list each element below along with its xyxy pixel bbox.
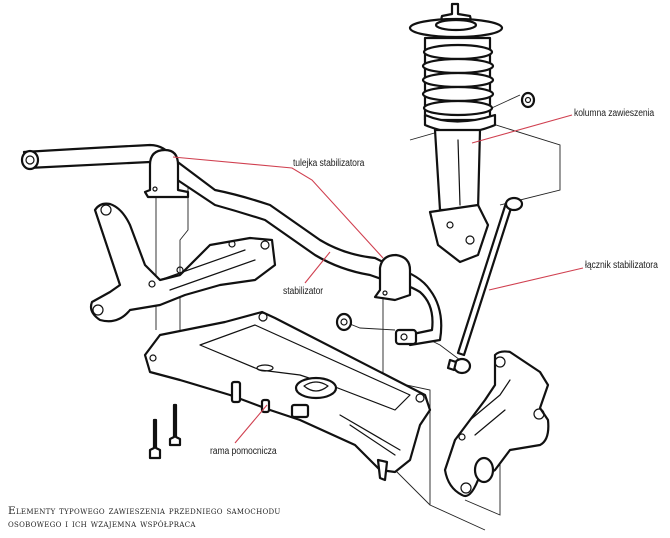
label-bushing: tulejka stabilizatora	[293, 158, 365, 169]
caption-line-1: Elementy typowego zawieszenia przedniego…	[8, 505, 281, 517]
label-stabilizer: stabilizator	[283, 286, 324, 297]
stabilizer-link	[446, 196, 524, 375]
figure-caption: Elementy typowego zawieszenia przedniego…	[8, 505, 281, 531]
leader-lines	[172, 114, 584, 444]
leader-strut	[471, 114, 573, 144]
steering-knuckle-left	[89, 202, 277, 323]
label-subframe: rama pomocnicza	[210, 446, 277, 457]
subframe	[143, 310, 432, 482]
steering-knuckle-right	[443, 350, 550, 498]
bushing-right	[373, 253, 418, 346]
leader-link	[488, 267, 584, 291]
bolts	[148, 403, 182, 460]
suspension-strut	[408, 2, 504, 264]
leader-bushing	[172, 156, 384, 259]
label-link: łącznik stabilizatora	[585, 260, 658, 271]
nut	[335, 91, 536, 332]
bushing-left	[143, 148, 190, 199]
caption-line-2: osobowego i ich wzajemna współpraca	[8, 518, 196, 530]
label-strut: kolumna zawieszenia	[574, 108, 655, 119]
leader-stabilizer	[304, 251, 331, 284]
leader-subframe	[234, 404, 268, 444]
